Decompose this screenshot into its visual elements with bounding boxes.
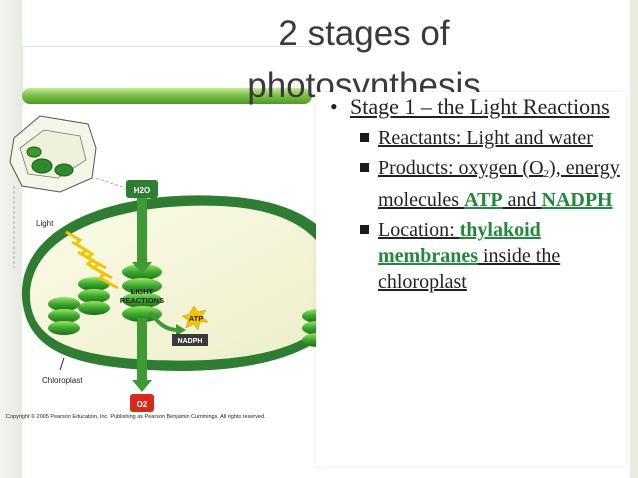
bullet-products: Products: oxygen (O2), energy molecules … bbox=[326, 155, 626, 213]
nadph-highlight: NADPH bbox=[541, 189, 613, 211]
photosynthesis-figure: H2O Light LIGHT REACTIONS ATP NADPH O2 C… bbox=[9, 115, 347, 412]
water-label-box bbox=[126, 180, 158, 198]
atp-burst-icon bbox=[181, 305, 209, 331]
bullet-reactants: Reactants: Light and water bbox=[326, 125, 626, 151]
thylakoid-stack bbox=[48, 297, 80, 335]
thylakoid-stack bbox=[122, 264, 162, 322]
title-accent-bar bbox=[22, 88, 312, 104]
nadph-label: NADPH bbox=[178, 338, 203, 345]
bullet-dot-icon: • bbox=[330, 94, 338, 119]
copyright-text: Copyright © 2005 Pearson Education, Inc.… bbox=[6, 414, 266, 420]
light-reactions-label-2: REACTIONS bbox=[120, 296, 164, 305]
product-arrow bbox=[148, 310, 179, 332]
thylakoid-stack bbox=[78, 277, 110, 315]
oxygen-arrow bbox=[137, 318, 147, 382]
products-subscript: 2 bbox=[543, 168, 550, 180]
chloroplast-stroma bbox=[29, 205, 335, 361]
bullet-location: Location: thylakoid membranes inside the… bbox=[326, 217, 626, 295]
reactants-text: Reactants: Light and water bbox=[378, 127, 593, 149]
slide-grid-line bbox=[22, 46, 322, 47]
products-text-b: ), energy molecules bbox=[378, 157, 620, 211]
chloroplast-pointer bbox=[59, 357, 65, 371]
water-arrowhead bbox=[132, 262, 152, 274]
nadph-label-box bbox=[172, 334, 208, 346]
water-label: H2O bbox=[134, 186, 150, 195]
bullet-list: • Stage 1 – the Light Reactions Reactant… bbox=[326, 92, 626, 295]
light-arrows-icon bbox=[65, 230, 119, 290]
thylakoid-highlight: thylakoid membranes bbox=[378, 219, 541, 267]
water-arrow bbox=[137, 196, 147, 264]
slide-left-frame bbox=[0, 0, 22, 478]
bullet-square-icon bbox=[360, 163, 369, 172]
slide-right-edge bbox=[630, 0, 638, 478]
plant-cell-icon bbox=[9, 115, 97, 193]
bullet-square-icon bbox=[360, 133, 369, 142]
bullet-square-icon bbox=[360, 225, 369, 234]
bullet-stage: • Stage 1 – the Light Reactions bbox=[326, 92, 626, 121]
products-text-c: and bbox=[502, 189, 542, 211]
bullet-panel bbox=[316, 92, 626, 466]
location-text-b: inside the chloroplast bbox=[378, 245, 561, 293]
location-text-a: Location: bbox=[378, 219, 460, 241]
light-reactions-label-1: LIGHT bbox=[131, 287, 154, 296]
products-text-a: Products: oxygen (O bbox=[378, 157, 544, 179]
product-arrowhead bbox=[176, 324, 186, 336]
stage-text: Stage 1 – the Light Reactions bbox=[350, 94, 610, 119]
atp-highlight: ATP bbox=[464, 189, 503, 211]
light-label: Light bbox=[36, 219, 54, 228]
oxygen-label-box bbox=[130, 394, 154, 412]
chloroplast-label: Chloroplast bbox=[42, 376, 83, 385]
slide-grid-line bbox=[22, 46, 23, 106]
oxygen-label: O2 bbox=[137, 400, 148, 409]
atp-label: ATP bbox=[189, 314, 203, 323]
oxygen-arrowhead bbox=[132, 380, 152, 392]
